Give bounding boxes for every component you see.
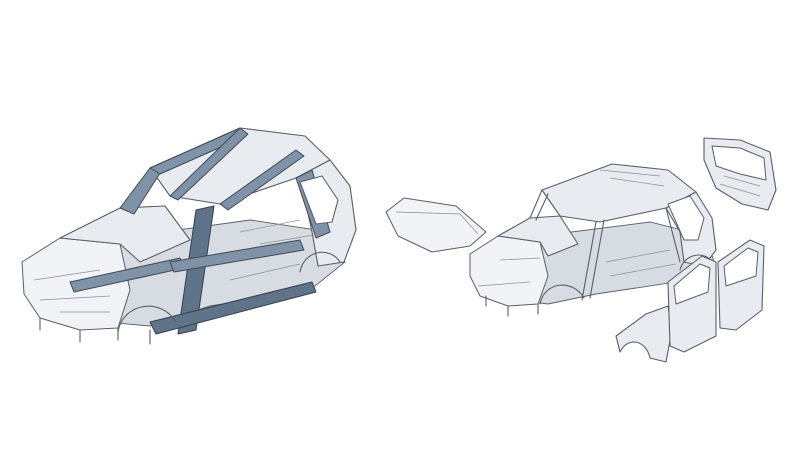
left-roof-bow-1 — [169, 127, 249, 201]
left-b-pillar — [177, 205, 215, 335]
tailgate — [703, 137, 777, 211]
front-door-window — [673, 263, 711, 305]
left-tunnel — [169, 239, 305, 273]
right-a-pillar — [529, 189, 549, 221]
right-detail-lines — [477, 169, 677, 287]
right-c-pillar — [665, 207, 681, 263]
right-front-wheel-arch — [539, 284, 585, 305]
hood-panel — [385, 197, 487, 253]
right-mount-legs — [485, 295, 539, 317]
left-detail-lines — [33, 219, 321, 313]
right-front-end — [469, 235, 549, 307]
front-fender — [615, 305, 673, 363]
left-rear-wheel-arch — [299, 251, 341, 273]
rear-door — [717, 239, 765, 331]
right-rear-side-window — [667, 195, 705, 241]
left-roof-bow-2 — [219, 149, 305, 211]
left-rear-side-window — [299, 175, 339, 225]
left-front-wheel-arch — [117, 305, 177, 333]
front-door — [667, 255, 717, 353]
fender-panel — [615, 305, 673, 363]
left-mount-legs — [39, 317, 151, 345]
hood-crease — [395, 211, 479, 235]
tailgate-glass — [711, 145, 767, 181]
stripped-body-frame — [469, 163, 717, 317]
tailgate-detail — [719, 175, 761, 197]
right-b-pillar — [581, 219, 605, 301]
body-in-white — [21, 127, 357, 345]
rear-door-window — [723, 247, 759, 287]
hood — [385, 197, 487, 253]
left-side-sill — [149, 281, 317, 335]
